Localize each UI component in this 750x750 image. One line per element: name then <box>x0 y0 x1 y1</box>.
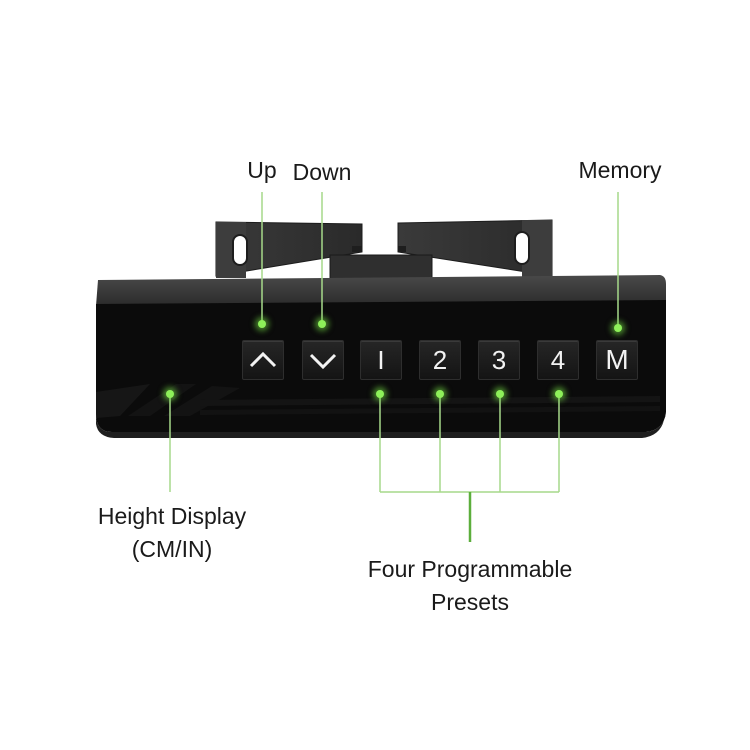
preset-3-button[interactable]: 3 <box>478 340 520 380</box>
housing-top <box>96 275 666 306</box>
height-display-led <box>166 390 174 398</box>
mounting-slot <box>514 231 530 265</box>
down-button[interactable] <box>302 340 344 380</box>
up-indicator-led <box>258 320 266 328</box>
up-button[interactable] <box>242 340 284 380</box>
presets-label-line1: Four Programmable <box>367 556 573 582</box>
preset-1-label: I <box>377 345 385 375</box>
preset-2-label: 2 <box>432 345 448 375</box>
height-display-label-line1: Height Display <box>97 503 247 529</box>
down-label: Down <box>292 159 352 185</box>
preset-2-led <box>436 390 444 398</box>
down-indicator-led <box>318 320 326 328</box>
memory-label: Memory <box>578 157 662 183</box>
up-label: Up <box>247 157 277 183</box>
up-chevron-icon <box>249 351 277 368</box>
preset-1-led <box>376 390 384 398</box>
height-display-window <box>96 384 660 418</box>
preset-4-label: 4 <box>550 345 566 375</box>
preset-1-button[interactable]: I <box>360 340 402 380</box>
memory-button[interactable]: M <box>596 340 638 380</box>
preset-2-button[interactable]: 2 <box>419 340 461 380</box>
presets-label-line2: Presets <box>431 589 509 615</box>
memory-indicator-led <box>614 324 622 332</box>
leader-lines <box>169 192 619 493</box>
memory-key-label: M <box>605 344 629 375</box>
preset-4-button[interactable]: 4 <box>537 340 579 380</box>
preset-4-led <box>555 390 563 398</box>
mounting-slot <box>232 234 248 266</box>
preset-3-label: 3 <box>491 345 507 375</box>
down-chevron-icon <box>309 353 337 370</box>
preset-3-led <box>496 390 504 398</box>
height-display-label-line2: (CM/IN) <box>131 536 213 562</box>
mounting-bracket <box>215 219 553 282</box>
